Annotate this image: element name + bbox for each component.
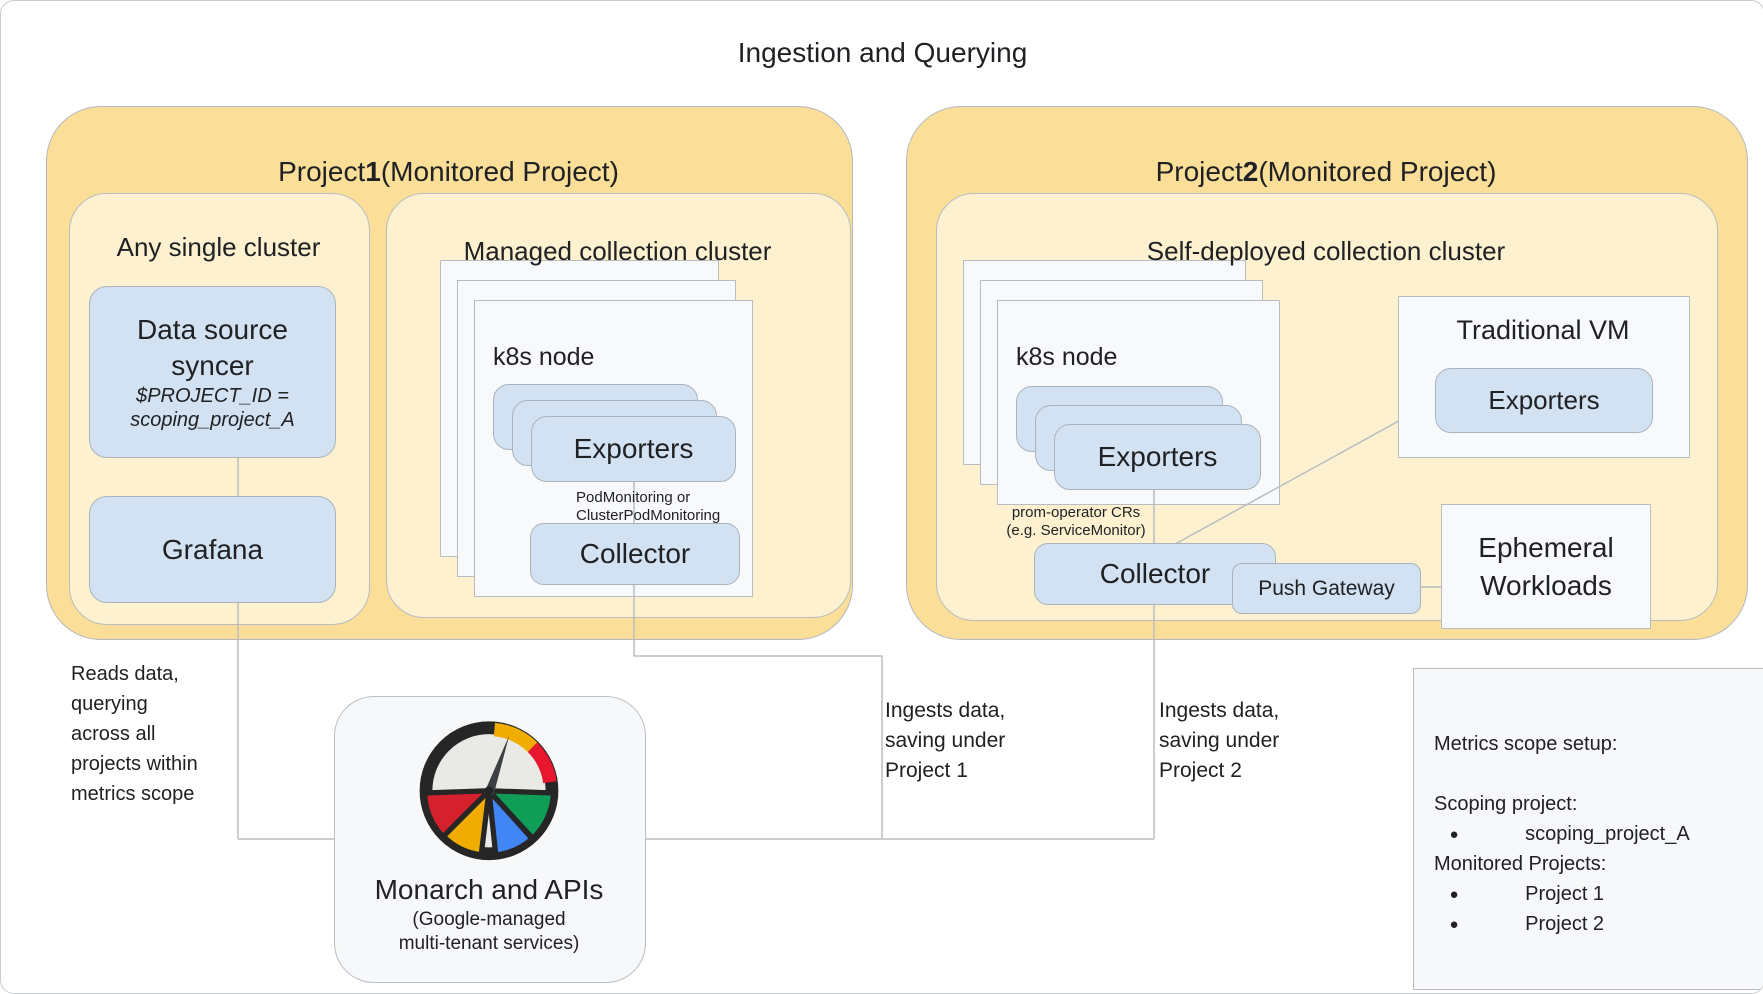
ingests-project2-annotation: Ingests data, saving under Project 2 <box>1159 696 1279 786</box>
ingests-project1-line2: saving under <box>885 729 1006 752</box>
k8s-node-label-p2: k8s node <box>1016 343 1118 371</box>
project2-header-prefix: Project <box>1155 156 1243 187</box>
ingests-project2-line3: Project 2 <box>1159 759 1242 782</box>
scoping-project-value: scoping_project_A <box>1525 823 1690 845</box>
scoping-project-label: Scoping project: <box>1434 793 1578 815</box>
self-deployed-cluster-title: Self-deployed collection cluster <box>1146 235 1506 266</box>
reads-data-annotation: Reads data, querying across all projects… <box>71 659 198 809</box>
project2-header: Project 2 (Monitored Project) <box>906 153 1746 191</box>
metrics-scope-box: Metrics scope setup: Scoping project: ● … <box>1413 668 1763 990</box>
podmonitoring-label-line2: ClusterPodMonitoring <box>576 507 721 524</box>
bullet-icon: ● <box>1449 915 1459 933</box>
ephemeral-workloads-line1: Ephemeral <box>1478 531 1614 563</box>
page-title: Ingestion and Querying <box>737 37 1028 68</box>
reads-data-line5: metrics scope <box>71 783 195 805</box>
data-source-syncer-line1: Data source <box>137 314 288 345</box>
exporters-box-p1: Exporters <box>531 416 736 482</box>
monitored-projects-label: Monitored Projects: <box>1434 853 1607 875</box>
reads-data-line4: projects within <box>71 753 198 775</box>
push-gateway-box: Push Gateway <box>1232 563 1421 614</box>
bullet-icon: ● <box>1449 885 1459 903</box>
ephemeral-workloads-line2: Workloads <box>1480 569 1612 601</box>
connector-vm-exporters-collector2 <box>1156 400 1436 555</box>
podmonitoring-label-line1: PodMonitoring or <box>576 489 691 506</box>
monitored-project-item-2: ● Project 2 <box>1434 909 1604 940</box>
prom-operator-label-line1: prom-operator CRs <box>1011 504 1141 521</box>
scoping-project-item: ● scoping_project_A <box>1434 819 1690 850</box>
reads-data-line1: Reads data, <box>71 663 179 685</box>
metrics-scope-heading: Metrics scope setup: <box>1434 733 1618 755</box>
data-source-syncer-line2: syncer <box>171 350 254 381</box>
prom-operator-label-line2: (e.g. ServiceMonitor) <box>1006 522 1146 539</box>
managed-cluster-title: Managed collection cluster <box>463 235 772 266</box>
project1-header: Project 1 (Monitored Project) <box>46 153 851 191</box>
project1-header-suffix: (Monitored Project) <box>380 156 619 187</box>
monarch-subtitle-line1: (Google-managed <box>412 909 566 930</box>
ephemeral-workloads-box: Ephemeral Workloads <box>1441 504 1651 629</box>
collector-box-p1: Collector <box>530 523 740 585</box>
ingests-project2-line2: saving under <box>1159 729 1280 752</box>
vm-exporters-box: Exporters <box>1435 368 1653 433</box>
ingests-project1-line3: Project 1 <box>885 759 968 782</box>
project2-header-number: 2 <box>1242 156 1259 187</box>
ingests-project1-annotation: Ingests data, saving under Project 1 <box>885 696 1005 786</box>
grafana-box: Grafana <box>89 496 336 603</box>
monarch-subtitle-line2: multi-tenant services) <box>398 933 580 954</box>
ingests-project2-line1: Ingests data, <box>1159 699 1280 722</box>
prom-operator-label: prom-operator CRs (e.g. ServiceMonitor) <box>986 504 1166 540</box>
monitored-project-item-1: ● Project 1 <box>1434 879 1604 910</box>
project2-header-suffix: (Monitored Project) <box>1258 156 1497 187</box>
data-source-syncer-line3: $PROJECT_ID = <box>136 385 289 407</box>
exporters-box-p2: Exporters <box>1054 424 1261 490</box>
monitored-project-2-value: Project 2 <box>1525 913 1605 935</box>
reads-data-line2: querying <box>71 693 148 715</box>
any-single-cluster-title: Any single cluster <box>116 231 321 262</box>
k8s-node-label-p1: k8s node <box>493 343 595 371</box>
podmonitoring-label: PodMonitoring or ClusterPodMonitoring <box>576 489 720 525</box>
connector-collector1-monarch <box>633 583 883 839</box>
data-source-syncer-line4: scoping_project_A <box>130 409 295 431</box>
monitored-project-1-value: Project 1 <box>1525 883 1605 905</box>
ingests-project1-line1: Ingests data, <box>885 699 1006 722</box>
data-source-syncer-box: Data source syncer $PROJECT_ID = scoping… <box>89 286 336 458</box>
cloud-monitoring-gauge-icon <box>419 721 559 861</box>
reads-data-line3: across all <box>71 723 156 745</box>
bullet-icon: ● <box>1449 825 1459 843</box>
project1-header-prefix: Project <box>278 156 366 187</box>
project1-header-number: 1 <box>365 156 381 187</box>
monarch-title: Monarch and APIs <box>374 874 604 905</box>
traditional-vm-title: Traditional VM <box>1456 314 1630 345</box>
